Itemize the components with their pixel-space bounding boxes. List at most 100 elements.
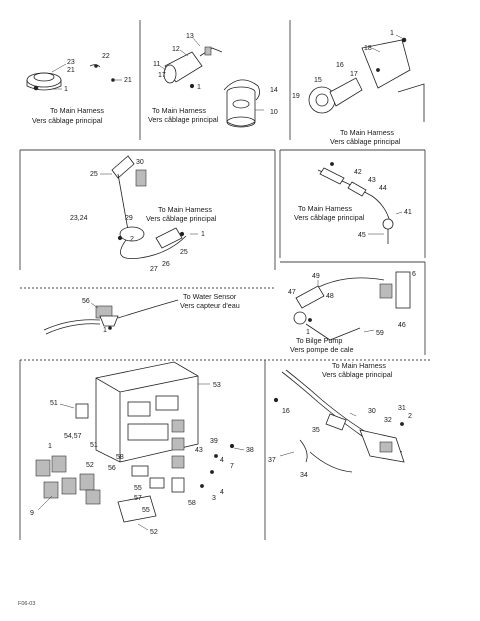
callout: 35 <box>312 427 320 434</box>
callout: 48 <box>326 293 334 300</box>
callout: 25 <box>180 249 188 256</box>
panel-2: 13 12 11 17 1 14 10 To Main Harness Vers… <box>148 33 278 128</box>
callout: 45 <box>358 232 366 239</box>
callout: 21 <box>67 67 75 74</box>
callout: 59 <box>376 330 384 337</box>
switch-part <box>111 155 187 259</box>
callout: 52 <box>86 462 94 469</box>
panel-6: 56 1 To Water Sensor Vers capteur d'eau <box>43 292 240 335</box>
caption-fr: Vers câblage principal <box>330 137 401 146</box>
callout: 15 <box>314 77 322 84</box>
panel-3: 1 18 16 17 15 19 To Main Harness Vers câ… <box>292 30 425 146</box>
callout: 9 <box>30 510 34 517</box>
callout: 2 <box>408 413 412 420</box>
callout: 57 <box>134 495 142 502</box>
panel-7: 49 47 48 6 1 46 59 To Bilge Pump Vers po… <box>288 271 416 354</box>
callout: 11 <box>153 61 160 68</box>
callout: 43 <box>195 447 203 454</box>
callouts-p1: 23 21 22 21 1 <box>51 53 132 93</box>
bilge-part <box>293 271 411 341</box>
callout: 1 <box>197 84 201 91</box>
callout: 27 <box>150 266 158 273</box>
callout: 38 <box>246 447 254 454</box>
connector-part <box>163 46 223 89</box>
callouts-p6: 56 1 <box>82 298 107 334</box>
callout: 56 <box>108 465 116 472</box>
caption-fr: Vers capteur d'eau <box>180 301 240 310</box>
callout: 55 <box>142 507 150 514</box>
figure-code: F06-03 <box>18 601 35 607</box>
callouts-p2: 13 12 11 17 1 14 10 <box>153 33 278 116</box>
callout: 25 <box>90 171 98 178</box>
callout: 56 <box>82 298 90 305</box>
callout: 16 <box>282 408 290 415</box>
callout: 49 <box>312 273 320 280</box>
callout: 39 <box>210 438 218 445</box>
callout: 53 <box>213 382 221 389</box>
callout: 1 <box>390 30 394 37</box>
callout: 52 <box>150 529 158 536</box>
caption-en: To Main Harness <box>340 128 394 137</box>
panel-9: 16 30 32 35 37 34 31 2 To Main Harness V… <box>268 361 412 479</box>
callout: 23 <box>67 59 75 66</box>
callout: 51 <box>90 442 98 449</box>
harness-part <box>273 369 405 473</box>
callout: 29 <box>125 215 133 222</box>
callout: 31 <box>398 405 406 412</box>
callout: 44 <box>379 185 387 192</box>
caption-fr: Vers câblage principal <box>322 370 393 379</box>
callout: 22 <box>102 53 110 60</box>
callout: 34 <box>300 472 308 479</box>
callout: 19 <box>292 93 300 100</box>
callouts-p9: 16 30 32 35 37 34 31 2 <box>268 405 412 479</box>
caption-en: To Main Harness <box>158 205 212 214</box>
callout: 41 <box>404 209 412 216</box>
callouts-p8: 53 51 54,57 51 52 9 1 58 56 39 43 4 7 38… <box>30 382 254 536</box>
callouts-p5: 42 43 44 41 45 <box>354 169 412 239</box>
caption-en: To Main Harness <box>298 204 352 213</box>
panel-1: 23 21 22 21 1 To Main Harness Vers câbla… <box>26 53 132 125</box>
panel-dividers <box>19 20 430 540</box>
caption-fr: Vers câblage principal <box>146 214 217 223</box>
callout: 32 <box>384 417 392 424</box>
callout: 23,24 <box>70 215 88 222</box>
caption-en: To Main Harness <box>50 106 104 115</box>
callout: 58 <box>188 500 196 507</box>
callout: 1 <box>201 231 205 238</box>
callout: 43 <box>368 177 376 184</box>
callouts-p4: 30 25 23,24 29 2 1 25 27 26 <box>70 159 205 273</box>
callout: 46 <box>398 322 406 329</box>
sensor-part <box>26 64 115 91</box>
callout: 1 <box>48 443 52 450</box>
callout: 1 <box>64 86 68 93</box>
sender-part <box>317 162 394 244</box>
meter-part <box>223 79 260 128</box>
callout: 17 <box>158 72 166 79</box>
water-sensor-part <box>43 299 179 335</box>
caption-en: To Bilge Pump <box>296 336 342 345</box>
callout: 10 <box>270 109 278 116</box>
callout: 7 <box>230 463 234 470</box>
callout: 4 <box>220 489 224 496</box>
callout: 1 <box>103 327 107 334</box>
panel-8: 53 51 54,57 51 52 9 1 58 56 39 43 4 7 38… <box>30 361 254 536</box>
callouts-p7: 49 47 48 6 1 46 59 <box>288 271 416 337</box>
callout: 12 <box>172 46 180 53</box>
callout: 2 <box>130 236 134 243</box>
callout: 16 <box>336 62 344 69</box>
callout: 55 <box>134 485 142 492</box>
callout: 54,57 <box>64 433 82 440</box>
callout: 1 <box>306 329 310 336</box>
fuse-strip-part <box>35 455 101 505</box>
caption-fr: Vers câblage principal <box>32 116 103 125</box>
caption-en: To Water Sensor <box>183 292 237 301</box>
panel-5: 42 43 44 41 45 To Main Harness Vers câbl… <box>294 162 412 244</box>
callout: 3 <box>212 495 216 502</box>
callouts-p3: 1 18 16 17 15 19 <box>292 30 403 100</box>
callout: 17 <box>350 71 358 78</box>
caption-fr: Vers câblage principal <box>294 213 365 222</box>
callout: 42 <box>354 169 362 176</box>
callout: 30 <box>368 408 376 415</box>
callout: 47 <box>288 289 296 296</box>
caption-fr: Vers câblage principal <box>148 115 219 124</box>
